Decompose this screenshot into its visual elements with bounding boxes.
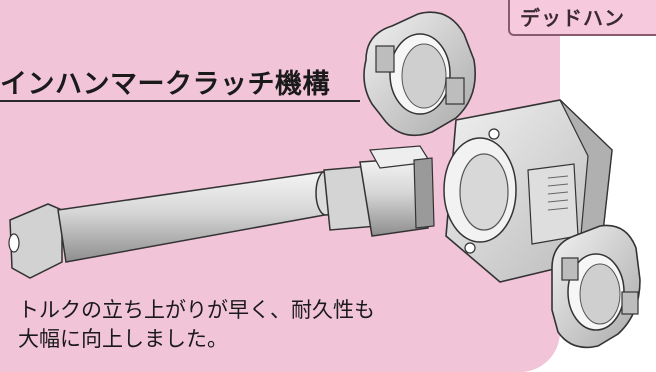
anvil-shaft <box>8 145 435 279</box>
upper-clutch-ring <box>363 11 476 137</box>
section-badge-label: デッドハン <box>520 6 625 30</box>
hammer-case <box>443 99 613 283</box>
page-title: インハンマークラッチ機構 <box>0 69 330 100</box>
caption: トルクの立ち上がりが早く、耐久性も 大幅に向上しました。 <box>18 296 375 354</box>
title-underline <box>0 100 360 102</box>
caption-line-1: トルクの立ち上がりが早く、耐久性も <box>18 298 375 322</box>
lower-clutch-ring <box>551 224 641 349</box>
caption-line-2: 大幅に向上しました。 <box>18 327 228 351</box>
section-badge <box>508 0 656 36</box>
